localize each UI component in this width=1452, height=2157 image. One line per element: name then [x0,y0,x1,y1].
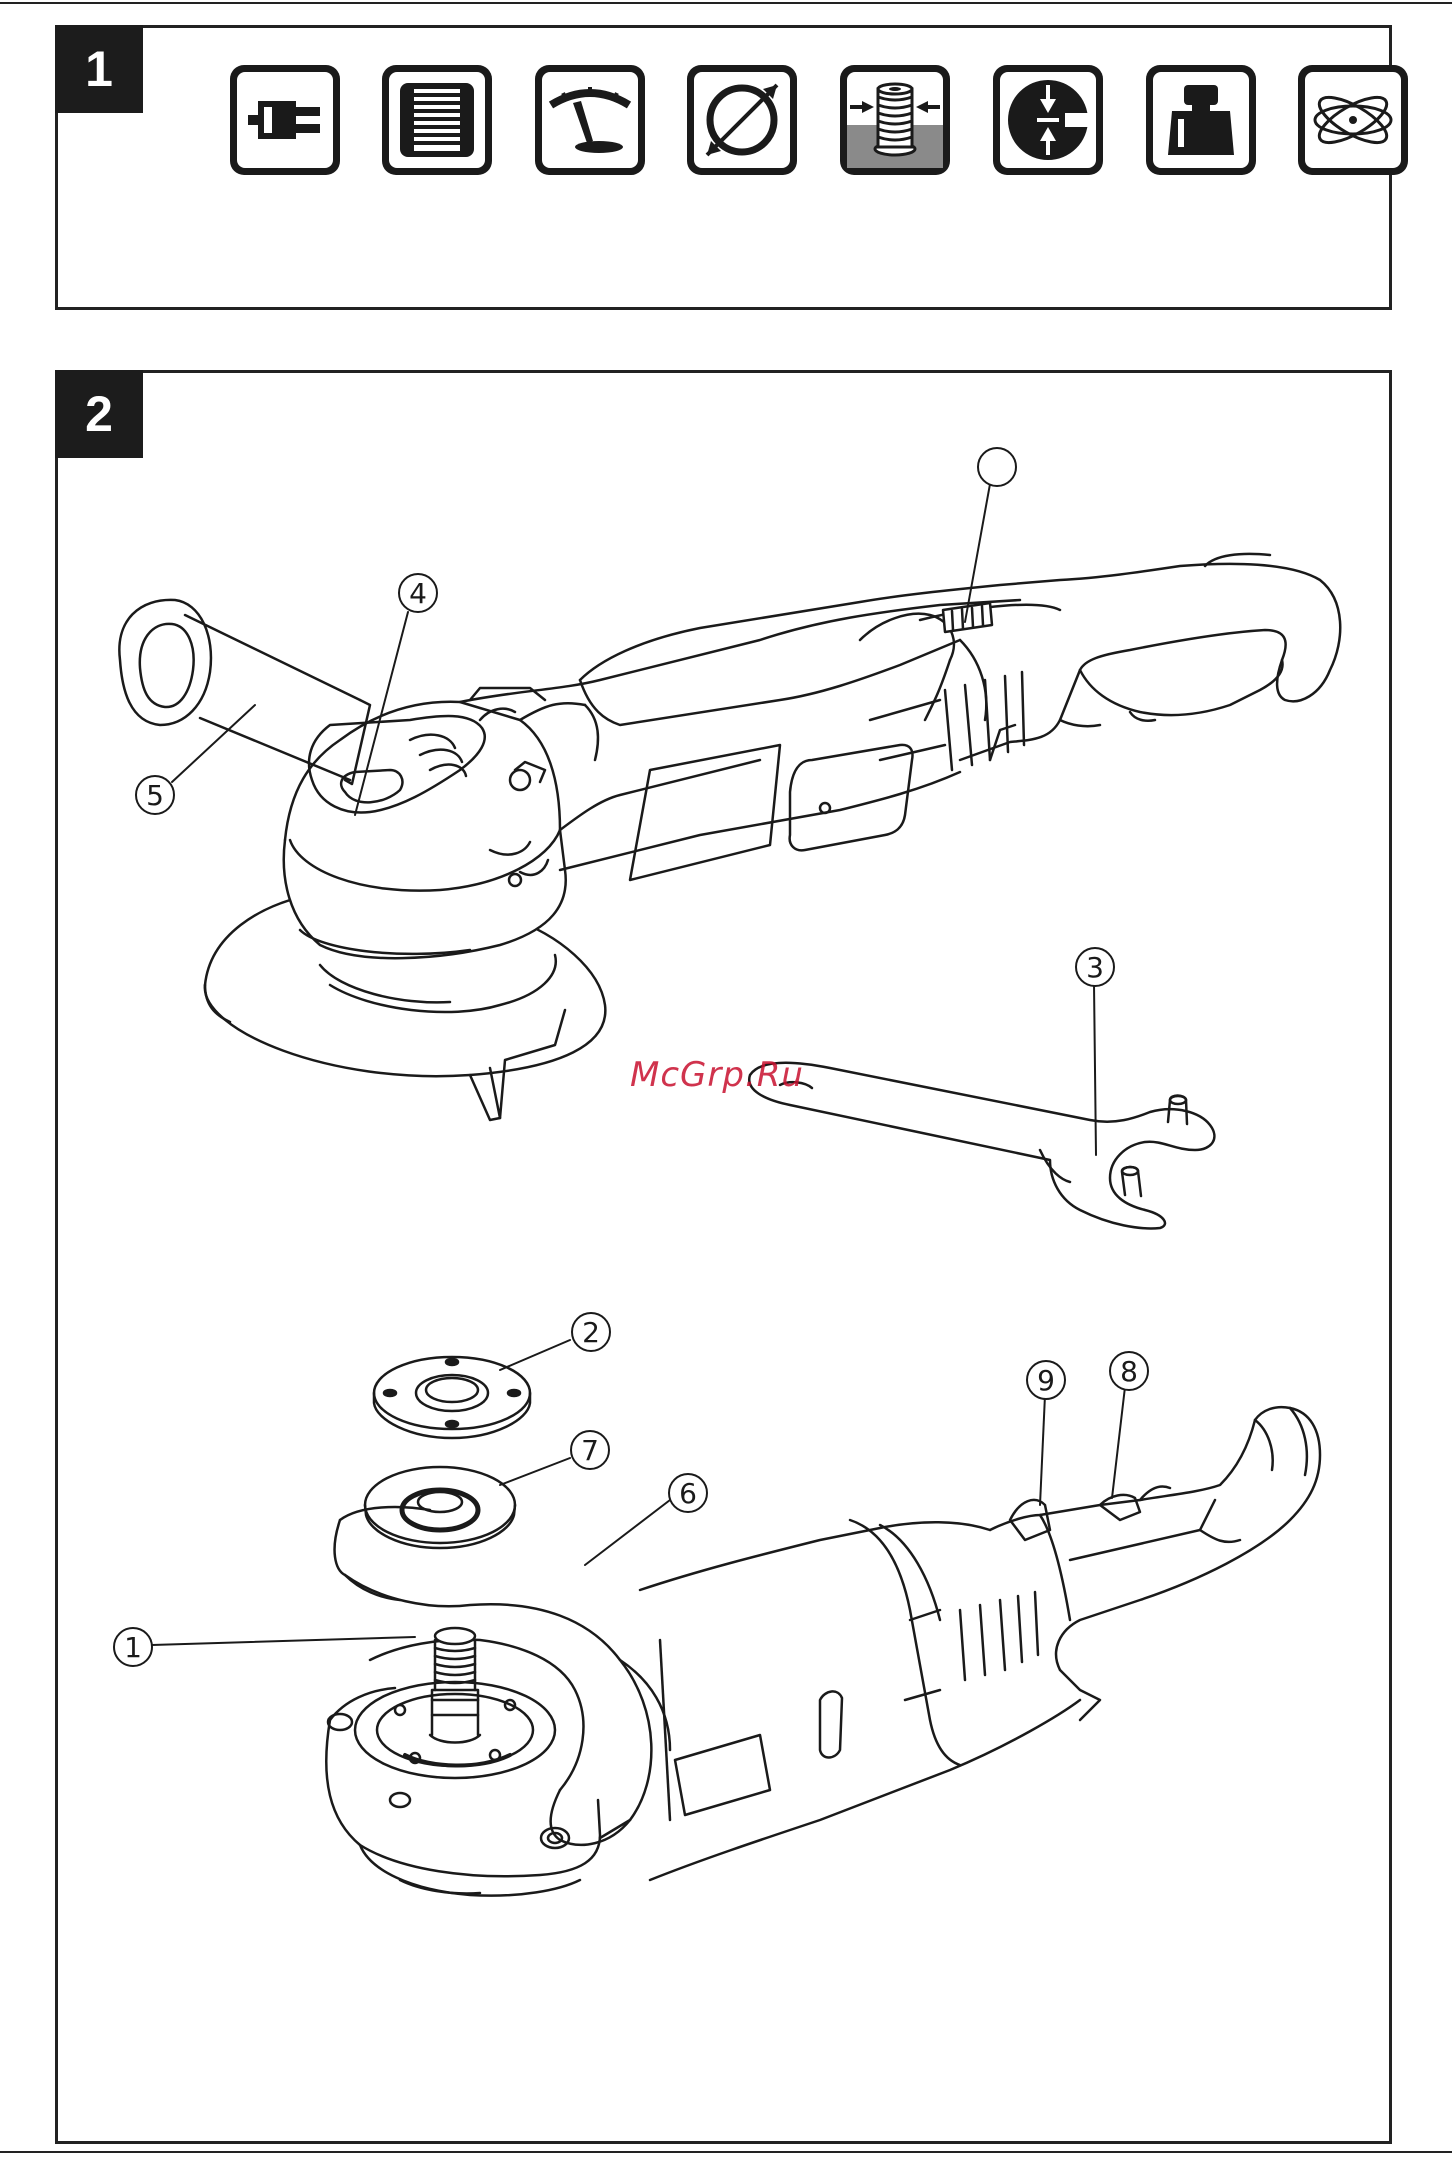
side-handle [119,600,370,784]
flange-nut [374,1357,530,1438]
callout-1: 1 [124,1631,142,1664]
callout-6: 6 [679,1477,697,1510]
callout-3: 3 [1086,951,1104,984]
callout-7: 7 [581,1434,599,1467]
callout-8: 8 [1120,1355,1138,1388]
gear-head [284,702,566,958]
angle-grinder-assembled [119,554,1340,1120]
watermark: McGrp.Ru [630,1055,804,1095]
callout-2: 2 [582,1316,600,1349]
callout-5: 5 [146,779,164,812]
callout-circle-empty [978,448,1016,486]
callout-4: 4 [409,577,427,610]
ventilation-grille [870,672,1024,770]
pin-spanner [749,1063,1214,1229]
callout-9: 9 [1037,1364,1055,1397]
